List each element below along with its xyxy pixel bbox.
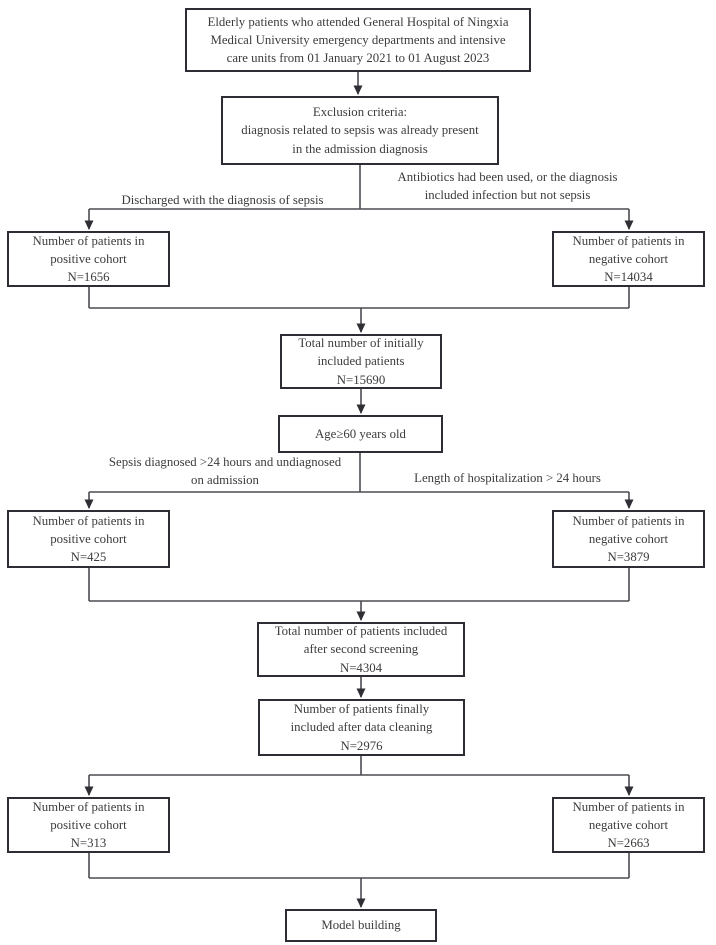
edge-label-line: Antibiotics had been used, or the diagno… [397, 170, 618, 184]
box-text-line: Total number of initially [298, 336, 424, 351]
box-text-line: Number of patients in [572, 799, 685, 814]
box-text-line: positive cohort [50, 531, 127, 546]
box-text-line: Exclusion criteria: [312, 105, 408, 120]
age-criterion-box: Age≥60 years old [278, 415, 443, 453]
total-second-screening-box: Total number of patients included after … [257, 622, 465, 677]
total-initial-box: Total number of initially included patie… [280, 334, 442, 389]
box-text-line: Elderly patients who attended General Ho… [207, 14, 509, 29]
box-text-line: included patients [317, 354, 405, 369]
edge-label-line: Sepsis diagnosed >24 hours and undiagnos… [108, 455, 342, 469]
model-building-box: Model building [285, 909, 437, 942]
box-text-line: included after data cleaning [290, 720, 433, 735]
edge-label-line: included infection but not sepsis [424, 187, 591, 202]
box-text-line: in the admission diagnosis [292, 141, 428, 156]
box-text-line: Number of patients in [32, 799, 145, 814]
edge-label-length-of-stay: Length of hospitalization > 24 hours [385, 470, 630, 488]
box-text-line: diagnosis related to sepsis was already … [241, 123, 479, 138]
box-text-line: Number of patients finally [293, 702, 430, 717]
box-text-line: negative cohort [588, 817, 669, 832]
box-text-line: negative cohort [588, 531, 669, 546]
box-text-line: Medical University emergency departments… [210, 32, 506, 47]
cohort-count: N=4304 [339, 660, 383, 675]
box-text-line: Model building [321, 918, 401, 933]
cohort-count: N=2976 [340, 738, 383, 753]
negative-cohort-1-box: Number of patients in negative cohort N=… [552, 231, 705, 287]
box-text-line: positive cohort [50, 251, 127, 266]
box-text-line: Number of patients in [32, 513, 145, 528]
box-text-line: positive cohort [50, 817, 127, 832]
cohort-count: N=15690 [336, 372, 386, 387]
edge-label-line: on admission [191, 472, 259, 487]
box-text-line: Number of patients in [32, 233, 145, 248]
cohort-count: N=2663 [607, 836, 650, 851]
box-text-line: Total number of patients included [274, 624, 448, 639]
edge-label-line: Length of hospitalization > 24 hours [414, 471, 601, 485]
positive-cohort-2-box: Number of patients in positive cohort N=… [7, 510, 170, 568]
cohort-count: N=14034 [604, 270, 653, 285]
cohort-count: N=425 [70, 550, 107, 565]
box-text-line: Number of patients in [572, 233, 685, 248]
edge-label-line: Discharged with the diagnosis of sepsis [121, 193, 324, 207]
box-text-line: after second screening [303, 642, 419, 657]
cohort-count: N=313 [70, 836, 107, 851]
negative-cohort-3-box: Number of patients in negative cohort N=… [552, 797, 705, 853]
exclusion-criteria-box: Exclusion criteria: diagnosis related to… [221, 96, 499, 165]
positive-cohort-3-box: Number of patients in positive cohort N=… [7, 797, 170, 853]
negative-cohort-2-box: Number of patients in negative cohort N=… [552, 510, 705, 568]
cohort-count: N=3879 [607, 550, 650, 565]
edge-label-antibiotics: Antibiotics had been used, or the diagno… [380, 169, 635, 204]
positive-cohort-1-box: Number of patients in positive cohort N=… [7, 231, 170, 287]
source-population-box: Elderly patients who attended General Ho… [185, 8, 531, 72]
final-included-box: Number of patients finally included afte… [258, 699, 465, 756]
box-text-line: Age≥60 years old [315, 426, 406, 441]
cohort-count: N=1656 [67, 270, 110, 285]
edge-label-discharged-sepsis: Discharged with the diagnosis of sepsis [95, 192, 350, 210]
box-text-line: Number of patients in [572, 513, 685, 528]
edge-label-sepsis-diagnosed: Sepsis diagnosed >24 hours and undiagnos… [95, 454, 355, 489]
box-text-line: negative cohort [588, 251, 669, 266]
box-text-line: care units from 01 January 2021 to 01 Au… [226, 51, 490, 66]
